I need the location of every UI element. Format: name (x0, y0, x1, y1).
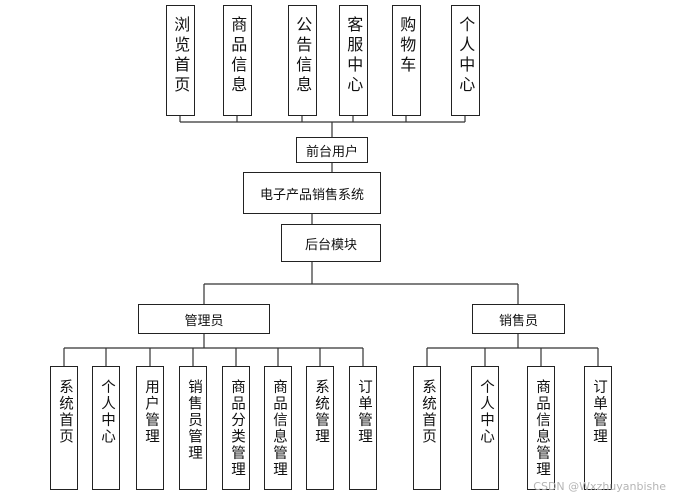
system-node: 电子产品销售系统 (243, 172, 381, 214)
sales-node: 销售员 (472, 304, 565, 334)
node-label: 销售员 (498, 313, 538, 329)
admin-module-system-management: 系统管理 (306, 366, 334, 490)
module-shopping-cart: 购物车 (392, 5, 421, 116)
admin-module-personal-center: 个人中心 (92, 366, 120, 490)
module-browse-home: 浏览首页 (166, 5, 195, 116)
module-label: 购物车 (397, 16, 417, 76)
module-label: 商品信息 (228, 16, 248, 96)
module-label: 个人中心 (456, 16, 476, 96)
admin-module-user-management: 用户管理 (136, 366, 164, 490)
admin-module-system-home: 系统首页 (50, 366, 78, 490)
module-personal-center: 个人中心 (451, 5, 480, 116)
sales-module-system-home: 系统首页 (413, 366, 441, 490)
admin-module-product-management: 商品信息管理 (264, 366, 292, 490)
node-label: 前台用户 (305, 144, 358, 160)
module-label: 客服中心 (344, 16, 364, 96)
sales-module-order-management: 订单管理 (584, 366, 612, 490)
admin-module-category-management: 商品分类管理 (222, 366, 250, 490)
admin-node: 管理员 (138, 304, 270, 334)
module-label: 销售员管理 (185, 379, 202, 462)
module-product-info: 商品信息 (223, 5, 252, 116)
watermark: CSDN @Wxzhuyanbishe (533, 480, 666, 493)
module-label: 系统首页 (419, 379, 436, 445)
module-label: 个人中心 (98, 379, 115, 445)
node-label: 管理员 (184, 313, 224, 329)
module-label: 系统首页 (56, 379, 73, 445)
module-label: 用户管理 (142, 379, 159, 445)
sales-module-personal-center: 个人中心 (471, 366, 499, 490)
module-label: 订单管理 (355, 379, 372, 445)
sales-module-product-management: 商品信息管理 (527, 366, 555, 490)
module-announcement: 公告信息 (288, 5, 317, 116)
module-label: 系统管理 (312, 379, 329, 445)
node-label: 后台模块 (304, 237, 357, 253)
admin-module-salesperson-management: 销售员管理 (179, 366, 207, 490)
admin-module-order-management: 订单管理 (349, 366, 377, 490)
module-customer-service: 客服中心 (339, 5, 368, 116)
module-label: 商品信息管理 (533, 379, 550, 478)
backend-module-node: 后台模块 (281, 224, 381, 262)
module-label: 商品信息管理 (270, 379, 287, 478)
front-user-node: 前台用户 (296, 137, 368, 163)
node-label: 电子产品销售系统 (259, 187, 364, 203)
module-label: 浏览首页 (171, 16, 191, 96)
module-label: 公告信息 (293, 16, 313, 96)
module-label: 商品分类管理 (228, 379, 245, 478)
module-label: 个人中心 (477, 379, 494, 445)
module-label: 订单管理 (590, 379, 607, 445)
